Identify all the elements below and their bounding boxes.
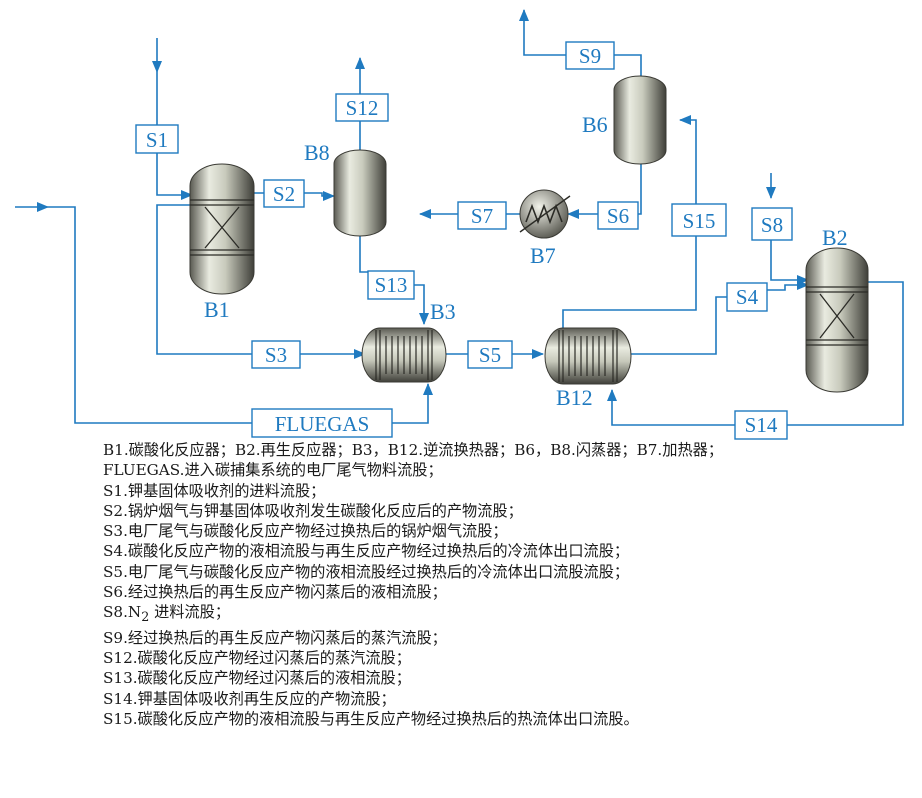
- stream-s2-box: [263, 179, 305, 208]
- stream-s4-line: [630, 285, 808, 355]
- flash-b6[interactable]: [613, 75, 667, 165]
- legend-item: S1.钾基固体吸收剂的进料流股；: [103, 481, 326, 500]
- stream-s12-box: [335, 93, 389, 122]
- flash-b8[interactable]: [333, 149, 387, 237]
- stream-fluegas-line: [48, 206, 428, 424]
- unit-b6-label: B6: [582, 112, 608, 137]
- legend-item: S2.锅炉烟气与钾基固体吸收剂发生碳酸化反应后的产物流股；: [103, 501, 523, 520]
- stream-s8-label: S8: [761, 213, 783, 237]
- process-flow-diagram: S1 S2 S12 S13 S3 FLUEGAS S5 S4 S8 S14 S1…: [15, 0, 904, 440]
- stream-s4-box: [726, 282, 768, 312]
- stream-s13-line: [359, 233, 424, 324]
- legend-item: S15.碳酸化反应产物的液相流股与再生反应产物经过换热后的热流体出口流股。: [103, 709, 639, 728]
- stream-s6-line: [568, 163, 642, 214]
- stream-s9-label: S9: [579, 44, 601, 68]
- heat-exchanger-b3[interactable]: [361, 327, 447, 383]
- stream-s3-box: [251, 340, 301, 369]
- stream-s14-line: [612, 281, 904, 426]
- stream-s2-label: S2: [273, 182, 295, 206]
- stream-s15-box: [671, 203, 727, 237]
- stream-s14-label: S14: [745, 413, 778, 437]
- stream-s14-box: [734, 410, 788, 440]
- stream-s13-label: S13: [375, 273, 408, 297]
- legend: B1.碳酸化反应器；B2.再生反应器；B3，B12.逆流换热器；B6，B8.闪蒸…: [103, 440, 913, 729]
- stream-s8-line-b: [770, 240, 809, 285]
- stream-s13-box: [367, 270, 415, 300]
- reactor-b2[interactable]: [805, 247, 869, 393]
- stream-s8-box: [751, 207, 793, 241]
- legend-item: S13.碳酸化反应产物经过闪蒸后的液相流股；: [103, 669, 411, 688]
- legend-item: B1.碳酸化反应器；B2.再生反应器；B3，B12.逆流换热器；B6，B8.闪蒸…: [103, 441, 724, 459]
- stream-s5-box: [467, 340, 513, 369]
- stream-s7-box: [457, 201, 507, 230]
- stream-fluegas-label: FLUEGAS: [275, 412, 370, 436]
- legend-item: S4.碳酸化反应产物的液相流股与再生反应产物经过换热后的冷流体出口流股；: [103, 542, 630, 561]
- unit-b12-label: B12: [556, 385, 593, 410]
- heat-exchanger-b12[interactable]: [544, 327, 632, 385]
- legend-item: FLUEGAS.进入碳捕集系统的电厂尾气物料流股；: [103, 461, 443, 480]
- stream-s5-label: S5: [479, 343, 501, 367]
- legend-item: S5.电厂尾气与碳酸化反应产物的液相流股经过换热后的冷流体出口流股流股；: [103, 562, 630, 581]
- stream-s9-line: [524, 10, 642, 78]
- reactor-b1[interactable]: [189, 163, 255, 295]
- stream-s2-line: [253, 193, 334, 196]
- stream-s15-line: [562, 120, 697, 328]
- stream-fluegas-box: [251, 408, 393, 438]
- unit-b7-label: B7: [530, 243, 556, 268]
- legend-item: S6.经过换热后的再生反应产物闪蒸后的液相流股；: [103, 583, 447, 602]
- legend-item: S12.碳酸化反应产物经过闪蒸后的蒸汽流股；: [103, 649, 411, 667]
- unit-b3-label: B3: [430, 299, 456, 324]
- stream-s1-label: S1: [146, 128, 168, 152]
- legend-item: S3.电厂尾气与碳酸化反应产物经过换热后的锅炉烟气流股；: [103, 522, 508, 541]
- stream-s12-label: S12: [346, 96, 379, 120]
- unit-b8-label: B8: [304, 140, 330, 165]
- stream-s9-box: [565, 41, 615, 70]
- stream-s3-line: [156, 204, 365, 354]
- stream-s1-box: [135, 124, 179, 154]
- stream-s3-label: S3: [265, 343, 287, 367]
- stream-s6-label: S6: [607, 204, 629, 228]
- unit-b2-label: B2: [822, 225, 848, 250]
- stream-s1-line-b: [156, 72, 193, 200]
- stream-s15-label: S15: [683, 209, 716, 233]
- legend-item: S9.经过换热后的再生反应产物闪蒸后的蒸汽流股；: [103, 628, 447, 647]
- legend-item-s8: S8.N2 进料流股；: [103, 603, 231, 625]
- unit-b1-label: B1: [204, 297, 230, 322]
- heater-b7[interactable]: [519, 189, 571, 239]
- stream-s4-label: S4: [736, 285, 759, 309]
- stream-s7-label: S7: [471, 204, 493, 228]
- stream-s6-box: [597, 201, 639, 230]
- legend-item: S14.钾基固体吸收剂再生反应的产物流股；: [103, 689, 396, 708]
